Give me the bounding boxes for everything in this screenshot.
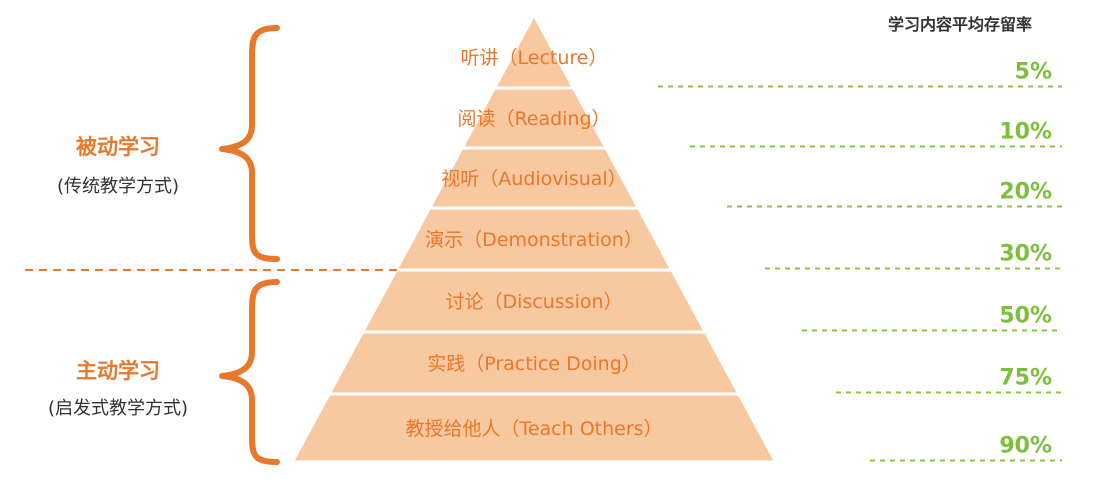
retention-rate-values: 5% 10% 20% 30% 50% 75% 90%	[999, 60, 1052, 459]
pyramid	[294, 18, 774, 461]
tier-label: 讨论（Discussion）	[445, 291, 622, 313]
retention-rate-value: 20%	[999, 180, 1052, 205]
tier-label: 阅读（Reading）	[457, 108, 610, 130]
active-learning-subtitle: (启发式教学方式)	[48, 398, 188, 419]
retention-rate-value: 5%	[1015, 60, 1052, 85]
pyramid-tier	[398, 209, 670, 269]
retention-rate-value: 10%	[999, 120, 1052, 145]
pyramid-tier	[464, 89, 604, 147]
active-learning-brace	[219, 279, 280, 465]
retention-rate-header: 学习内容平均存留率	[888, 15, 1032, 34]
retention-rate-value: 75%	[999, 366, 1052, 391]
tier-labels: 听讲（Lecture） 阅读（Reading） 视听（Audiovisual） 演示（…	[405, 47, 662, 440]
pyramid-tier	[496, 18, 572, 87]
retention-rate-lines	[658, 85, 1062, 462]
retention-rate-value: 50%	[999, 304, 1052, 329]
retention-rate-value: 90%	[999, 434, 1052, 459]
retention-rate-value: 30%	[999, 242, 1052, 267]
passive-learning-brace	[219, 25, 280, 262]
tier-label: 听讲（Lecture）	[461, 47, 608, 69]
tier-label: 演示（Demonstration）	[425, 229, 643, 251]
tier-label: 视听（Audiovisual）	[441, 168, 626, 190]
tier-label: 教授给他人（Teach Others）	[405, 418, 662, 440]
pyramid-tier	[432, 149, 636, 207]
passive-learning-title: 被动学习	[76, 135, 160, 159]
active-learning-title: 主动学习	[76, 359, 160, 383]
pyramid-tier	[294, 395, 774, 461]
pyramid-tier	[331, 333, 737, 393]
tier-label: 实践（Practice Doing）	[427, 353, 641, 375]
passive-learning-subtitle: (传统教学方式)	[57, 176, 179, 197]
pyramid-tier	[365, 271, 703, 331]
